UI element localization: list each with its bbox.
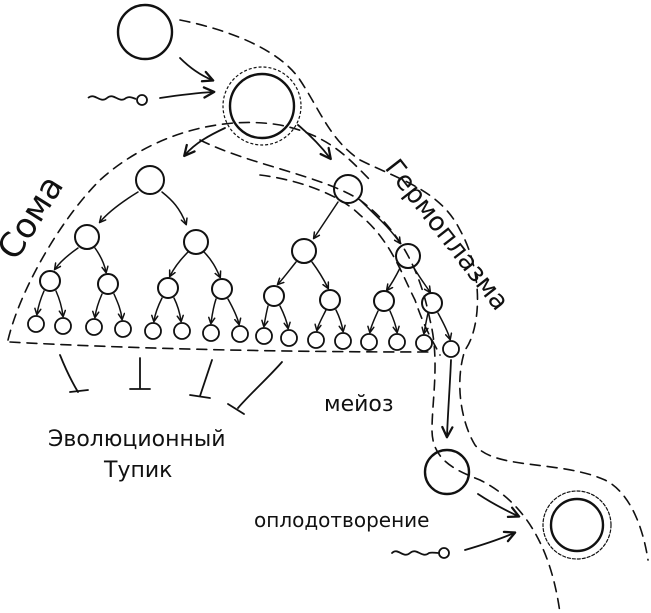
soma-cell-small <box>27 315 45 333</box>
germ-cell <box>395 243 421 269</box>
label-soma: Сома <box>0 168 72 266</box>
soma-cell-small <box>360 333 378 351</box>
top-sperm-head <box>136 94 148 106</box>
sperm-to-zygote-arrow <box>464 530 517 551</box>
germline-left-boundary <box>199 139 561 613</box>
label-meiosis: мейоз <box>324 392 394 417</box>
soma-cell <box>211 278 233 300</box>
label-fertilization: оплодотворение <box>254 508 429 532</box>
bottom-zygote-envelope <box>542 490 612 560</box>
germ-cell <box>421 292 443 314</box>
label-germplasm: Гермоплазма <box>378 154 514 317</box>
egg-to-zygote-arrow <box>477 493 521 519</box>
germ-cell <box>333 174 363 204</box>
soma-boundary <box>7 121 371 341</box>
soma-cell <box>373 290 395 312</box>
soma-cell-small <box>334 332 352 350</box>
soma-cell-small <box>415 334 433 352</box>
soma-cell <box>291 238 317 264</box>
tree-arrows <box>34 191 453 341</box>
soma-cell-small <box>307 331 325 349</box>
soma-cell <box>97 273 119 295</box>
soma-cell-small <box>280 329 298 347</box>
soma-cell <box>183 229 209 255</box>
lower-fertilization <box>391 359 612 560</box>
soma-cell <box>263 285 285 307</box>
soma-cell <box>39 270 61 292</box>
germline-right-boundary <box>179 19 649 561</box>
dead-end-bars <box>59 354 283 415</box>
meiosis-arrow <box>441 359 454 439</box>
soma-cell-small <box>202 324 220 342</box>
top-fertilization <box>87 3 302 146</box>
top-arrows <box>159 57 332 161</box>
soma-cell-small <box>144 322 162 340</box>
soma-cell <box>319 289 341 311</box>
label-dead-end-line1: Эволюционный <box>48 427 226 452</box>
soma-cell <box>74 224 100 250</box>
top-sperm <box>87 95 137 101</box>
soma-cell-small <box>173 322 191 340</box>
soma-cell-small <box>231 325 249 343</box>
label-dead-end-line2: Тупик <box>103 458 172 483</box>
soma-cell-small <box>54 317 72 335</box>
soma-cell-small <box>255 327 273 345</box>
soma-bottom-row <box>27 315 460 358</box>
soma-cell <box>135 165 165 195</box>
bottom-sperm-head <box>438 547 450 559</box>
soma-bottom-boundary <box>9 341 431 353</box>
soma-cell-small <box>85 318 103 336</box>
top-zygote <box>228 72 296 140</box>
soma-cell-small <box>388 333 406 351</box>
bottom-zygote <box>549 497 605 553</box>
top-egg-cell <box>116 3 174 61</box>
top-zygote-envelope <box>222 66 302 146</box>
bottom-sperm <box>391 550 439 556</box>
soma-cell-small <box>114 320 132 338</box>
egg-cell <box>423 448 471 496</box>
germ-cell-small <box>442 340 460 358</box>
soma-tree <box>39 165 443 314</box>
soma-cell <box>157 277 179 299</box>
